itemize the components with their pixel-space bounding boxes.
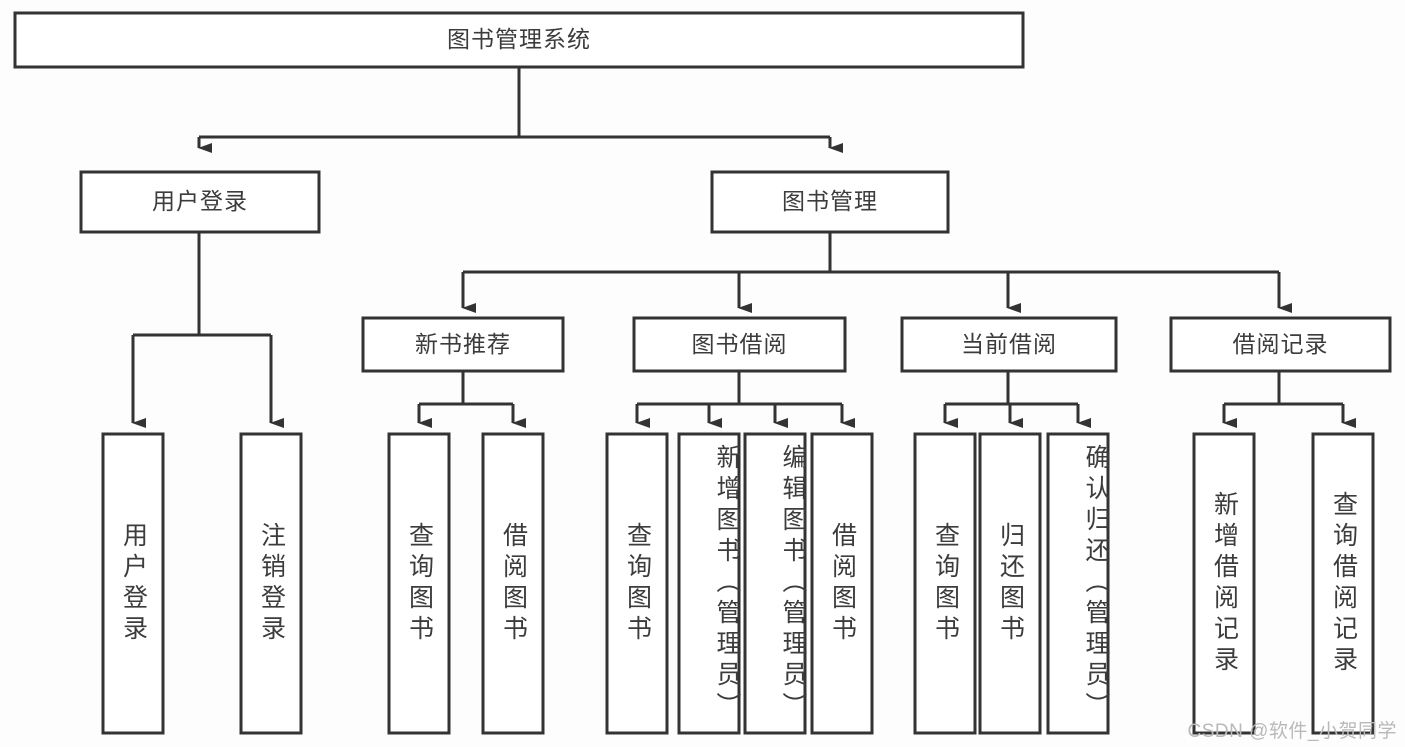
node-book-mgmt-box [710, 170, 950, 234]
node-root-box [13, 11, 1025, 69]
leaf-box-query-book-bb [605, 432, 669, 735]
node-borrow-record-box [1169, 316, 1392, 373]
node-user-login-box [79, 170, 321, 234]
leaf-box-confirm-return-cb [1046, 432, 1110, 735]
leaf-box-borrow-book-nb [481, 432, 545, 735]
watermark-text: CSDN @软件_小贺同学 [1187, 721, 1397, 742]
node-current-borrow-box [900, 316, 1118, 373]
leaf-box-borrow-book-bb [810, 432, 874, 735]
leaf-box-return-book-cb [978, 432, 1042, 735]
leaf-box-query-record-br [1311, 432, 1375, 735]
leaf-box-query-book-cb [913, 432, 977, 735]
leaf-box-user-login [101, 432, 165, 735]
leaf-box-add-book-bb [677, 432, 741, 735]
leaf-box-add-record-br [1192, 432, 1256, 735]
node-book-borrow-box [632, 316, 847, 373]
leaf-box-edit-book-bb [743, 432, 807, 735]
leaf-box-query-book-nb [387, 432, 451, 735]
node-new-book-box [361, 316, 565, 373]
leaf-box-logout [239, 432, 303, 735]
